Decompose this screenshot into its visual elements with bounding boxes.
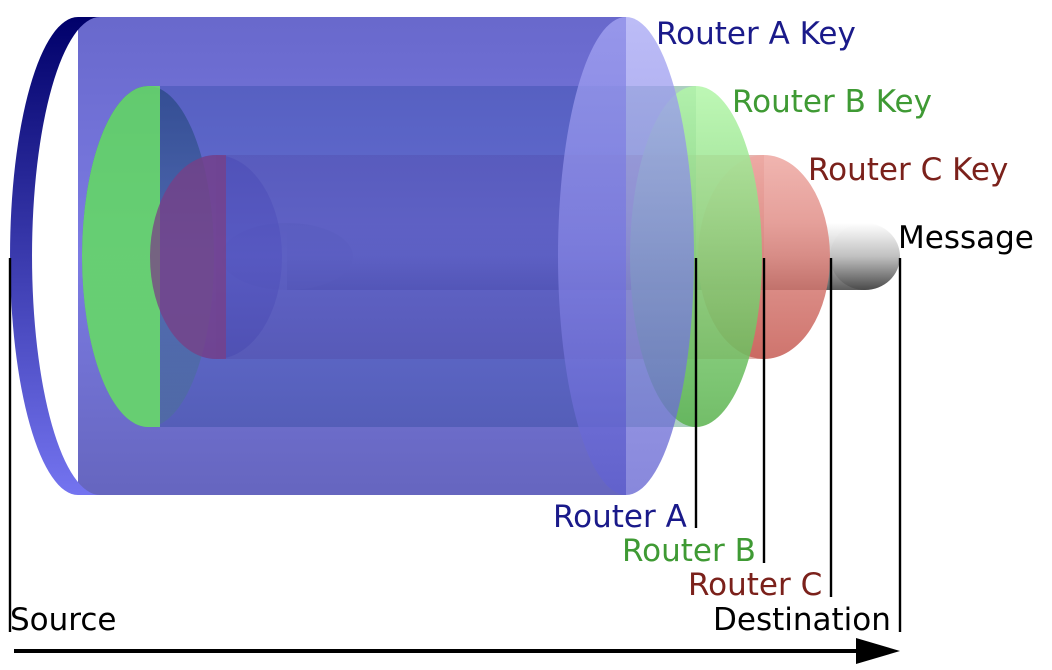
message-label: Message — [898, 220, 1034, 256]
router-a-key-label: Router A Key — [656, 16, 856, 52]
destination-label: Destination — [713, 602, 891, 638]
hop-marker-lines — [8, 258, 902, 632]
router-c-key-label: Router C Key — [808, 152, 1008, 188]
inner-source-faces — [82, 86, 226, 427]
direction-arrow — [14, 638, 900, 664]
router-c-label: Router C — [688, 567, 822, 603]
router-a-label: Router A — [553, 499, 687, 535]
source-label: Source — [10, 602, 116, 638]
router-b-label: Router B — [622, 533, 756, 569]
router-b-key-label: Router B Key — [732, 84, 932, 120]
